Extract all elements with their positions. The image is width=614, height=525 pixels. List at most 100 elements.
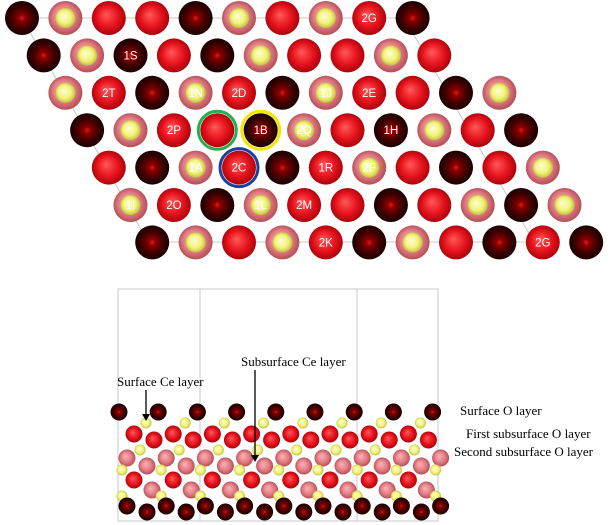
bottom-oxygen-atom [373,503,391,521]
bottom-oxygen-atom [412,503,430,521]
surface-oxygen-atom [149,403,167,421]
bottom-oxygen-atom [275,497,293,515]
oxygen-atom [330,38,365,73]
site-label: 2E [362,88,376,100]
subsurface-oxygen-atom [282,425,300,443]
cerium-atom [390,464,402,476]
bottom-oxygen-atom [196,497,214,515]
dark-oxygen-atom [504,188,539,222]
dark-oxygen-atom [200,188,235,222]
deep-oxygen-atom [125,471,143,489]
pink-oxygen-atom [334,457,352,475]
cerium-atom [315,8,336,28]
surface-oxygen-atom [228,403,246,421]
site-label: 2P [167,125,181,137]
oxygen-atom [525,225,560,260]
pink-oxygen-atom [196,449,214,467]
subsurface-ce-arrowhead [251,455,259,462]
pink-oxygen-atom [275,449,293,467]
bottom-oxygen-atom [157,497,175,515]
site-label: 1H [384,125,399,137]
cerium-atom [297,417,309,429]
oxygen-atom [200,113,235,148]
pink-oxygen-atom [412,457,430,475]
cerium-atom [218,417,230,429]
highlight-ring [196,109,238,151]
cerium-atom [250,195,271,215]
oxygen-atom [156,188,191,222]
dark-oxygen-atom [373,188,408,222]
cerium-atom [120,195,141,215]
oxygen-atom [222,75,256,110]
subsurface-oxygen-atom [203,425,221,443]
pink-oxygen-atom [353,449,371,467]
oxygen-atom [417,188,452,222]
subsurface-oxygen-atom [360,425,378,443]
dark-oxygen-atom [113,38,148,73]
subsurface-oxygen-atom [145,431,163,449]
dark-oxygen-atom [135,225,170,260]
bottom-oxygen-atom [256,503,274,521]
pink-oxygen-atom [295,457,313,475]
cerium-atom [375,417,387,429]
pink-oxygen-atom [256,457,274,475]
dark-oxygen-atom [5,1,39,35]
cerium-atom [212,444,224,456]
dark-oxygen-atom [135,150,170,185]
oxygen-atom [91,150,126,185]
oxygen-atom [91,1,126,35]
deep-oxygen-atom [243,471,261,489]
oxygen-atom [395,75,430,110]
site-label: 1N [188,88,203,100]
bottom-oxygen-atom [334,503,352,521]
cerium-atom [380,45,401,66]
cerium-atom [250,45,271,66]
dark-oxygen-atom [439,75,473,110]
pink-oxygen-atom [392,449,410,467]
pink-oxygen-atom [432,449,450,467]
oxygen-atom [352,1,387,35]
cerium-atom [291,444,303,456]
site-label: 2Q [296,125,311,137]
cerium-atom [194,464,206,476]
subsurface-oxygen-atom [399,425,417,443]
dark-oxygen-atom [395,1,430,35]
oxygen-atom [156,38,191,73]
oxygen-atom [460,113,495,148]
oxygen-atom [417,38,452,73]
cerium-atom [294,120,315,141]
dark-oxygen-atom [26,38,61,73]
cerium-atom [116,464,128,476]
site-label: 2G [362,13,377,25]
surface-oxygen-atom [345,403,363,421]
cerium-atom [134,444,146,456]
bottom-oxygen-atom [353,497,371,515]
cerium-atom [120,120,141,141]
site-label: 2K [319,237,333,249]
deep-oxygen-atom [203,471,221,489]
site-label: 1A [189,163,203,175]
pink-oxygen-atom [236,449,254,467]
site-label: 2D [232,88,247,100]
subsurface-oxygen-atom [302,431,320,449]
site-label: 1I [126,200,136,212]
cerium-atom [77,45,98,66]
oxygen-atom [265,1,300,35]
cerium-atom [532,157,553,178]
subsurface-oxygen-atom [380,431,398,449]
oxygen-atom [156,113,191,148]
subsurface-oxygen-atom [419,431,437,449]
cerium-atom [312,464,324,476]
dark-oxygen-atom [569,225,604,260]
pink-oxygen-atom [373,457,391,475]
dark-oxygen-atom [200,38,235,73]
cerium-atom [140,417,152,429]
highlight-ring [240,109,282,151]
site-label: 2C [232,163,247,175]
dark-oxygen-atom [482,225,517,260]
oxygen-atom [352,75,387,110]
cerium-atom [252,444,264,456]
bottom-oxygen-atom [118,497,136,515]
